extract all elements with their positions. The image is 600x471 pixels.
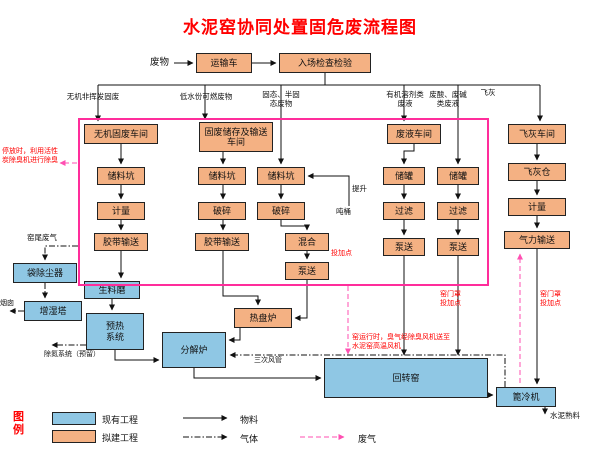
node-c3-pump: 泵送	[285, 262, 329, 280]
node-bag-filter: 袋除尘器	[13, 263, 77, 283]
node-c3-mixer: 混合	[285, 233, 329, 251]
node-rotary-kiln: 回转窑	[324, 358, 488, 398]
note-parking-deodorize: 停放时，利用活性 炭除臭机进行除臭	[2, 148, 58, 165]
node-c2-storage-pit: 储料坑	[198, 167, 246, 185]
node-c4-filter: 过滤	[383, 202, 425, 220]
node-grate-cooler: 篦冷机	[496, 387, 556, 407]
legend-proposed-swatch	[52, 430, 96, 443]
node-entry-inspection: 入场检查检验	[279, 53, 371, 73]
node-c2-belt-conveyor: 胶带输送	[195, 233, 249, 251]
gas-flow-arrows	[9, 245, 506, 387]
ton-barrel-label: 吨桶	[336, 207, 351, 216]
legend-waste-gas-label: 废气	[358, 434, 377, 444]
node-workshop-flyash: 飞灰车间	[508, 124, 566, 144]
feed-point-label: 投加点	[331, 250, 352, 257]
waste-gas-arrows	[59, 160, 523, 383]
stream-low-moisture-combustible: 低水份可燃废物	[179, 92, 233, 101]
node-calciner: 分解炉	[162, 332, 226, 368]
legend-existing-swatch	[52, 412, 96, 425]
node-c4-pump: 泵送	[383, 238, 425, 256]
cement-clinker-label: 水泥熟料	[550, 411, 580, 420]
hoist-label: 提升	[352, 184, 367, 193]
node-raw-mill: 生料磨	[84, 281, 140, 299]
legend-arrows	[183, 415, 345, 440]
node-c5-filter: 过滤	[437, 202, 479, 220]
node-humidifier-tower: 增湿塔	[24, 301, 82, 321]
legend-title: 图 例	[13, 411, 24, 437]
note-kiln-door-feed-point-2: 窑门罩 投加点	[540, 291, 561, 308]
node-workshop-storage: 固废储存及输送 车间	[199, 122, 273, 152]
node-c1-belt-conveyor: 胶带输送	[94, 233, 148, 251]
stream-organic-solvent-liquid: 有机溶剂类 废液	[386, 90, 424, 108]
node-c3-crusher: 破碎	[257, 202, 305, 220]
legend-existing-label: 现有工程	[102, 415, 139, 425]
tertiary-air-duct-label: 三次风管	[254, 357, 282, 364]
node-preheater-system: 预热 系统	[86, 313, 144, 350]
node-workshop-inorganic: 无机固废车间	[84, 124, 158, 144]
node-c5-pump: 泵送	[437, 238, 479, 256]
node-c2-crusher: 破碎	[198, 202, 246, 220]
legend-proposed-label: 拟建工程	[102, 433, 139, 443]
node-flyash-silo: 飞灰仓	[508, 163, 566, 181]
legend-material-label: 物料	[240, 415, 259, 425]
stream-fly-ash: 飞灰	[480, 88, 496, 97]
node-c3-storage-pit: 储料坑	[257, 167, 305, 185]
stream-solid-semisolid: 固态、半固 态废物	[262, 90, 300, 108]
waste-label: 废物	[150, 57, 170, 68]
node-pneumatic-conveying: 气力输送	[504, 231, 570, 249]
node-c4-tank: 储罐	[383, 167, 425, 185]
node-flyash-metering: 计量	[508, 198, 566, 216]
node-workshop-liquid: 废液车间	[387, 124, 441, 144]
note-kiln-running-odor: 窑运行时，臭气经除臭风机送至 水泥窑高温风机	[352, 334, 450, 351]
node-c1-storage-pit: 储料坑	[97, 167, 145, 185]
legend-gas-label: 气体	[240, 434, 259, 444]
node-hot-disc-furnace: 热盘炉	[234, 308, 292, 328]
kiln-tail-gas-label: 窑尾废气	[27, 233, 57, 242]
stream-acid-alkali-liquid: 废酸、废碱 类废液	[429, 90, 467, 108]
material-flow-arrows	[95, 60, 548, 415]
page-title: 水泥窑协同处置固危废流程图	[183, 18, 417, 37]
chimney-label: 烟囱	[0, 300, 14, 307]
node-transport-truck: 运输车	[196, 53, 252, 73]
note-kiln-door-feed-point-1: 窑门罩 投加点	[440, 291, 461, 308]
stream-inorganic-nonvolatile: 无机非挥发固废	[66, 92, 120, 101]
node-c5-tank: 储罐	[437, 167, 479, 185]
node-c1-metering: 计量	[97, 202, 145, 220]
denox-label: 除氮系统（预留）	[44, 351, 100, 358]
